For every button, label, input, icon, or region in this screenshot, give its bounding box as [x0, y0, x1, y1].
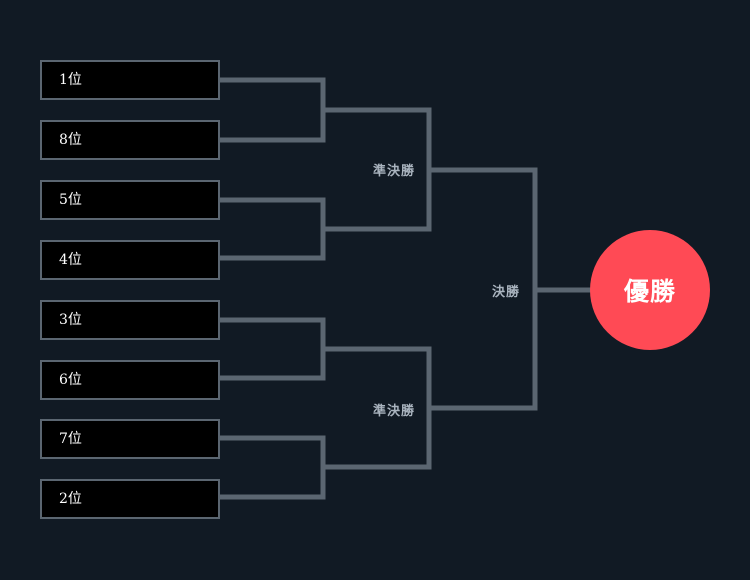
semifinal-label-top: 準決勝	[373, 164, 416, 179]
seed-box-3: 3位	[40, 300, 220, 340]
seed-box-1: 1位	[40, 60, 220, 100]
seed-box-6: 6位	[40, 360, 220, 400]
semifinal-label-bottom: 準決勝	[373, 404, 416, 419]
seed-box-8: 8位	[40, 120, 220, 160]
final-label: 決勝	[492, 285, 521, 300]
seed-box-2: 2位	[40, 479, 220, 519]
champion-label: 優勝	[623, 277, 676, 306]
connector-7-2	[218, 435, 326, 500]
seed-box-7: 7位	[40, 419, 220, 459]
connector-3-6	[218, 317, 326, 381]
champion-circle: 優勝	[590, 230, 710, 350]
connector-1-8	[218, 77, 326, 143]
seed-box-4: 4位	[40, 240, 220, 280]
seed-box-5: 5位	[40, 180, 220, 220]
connector-5-4	[218, 197, 326, 261]
